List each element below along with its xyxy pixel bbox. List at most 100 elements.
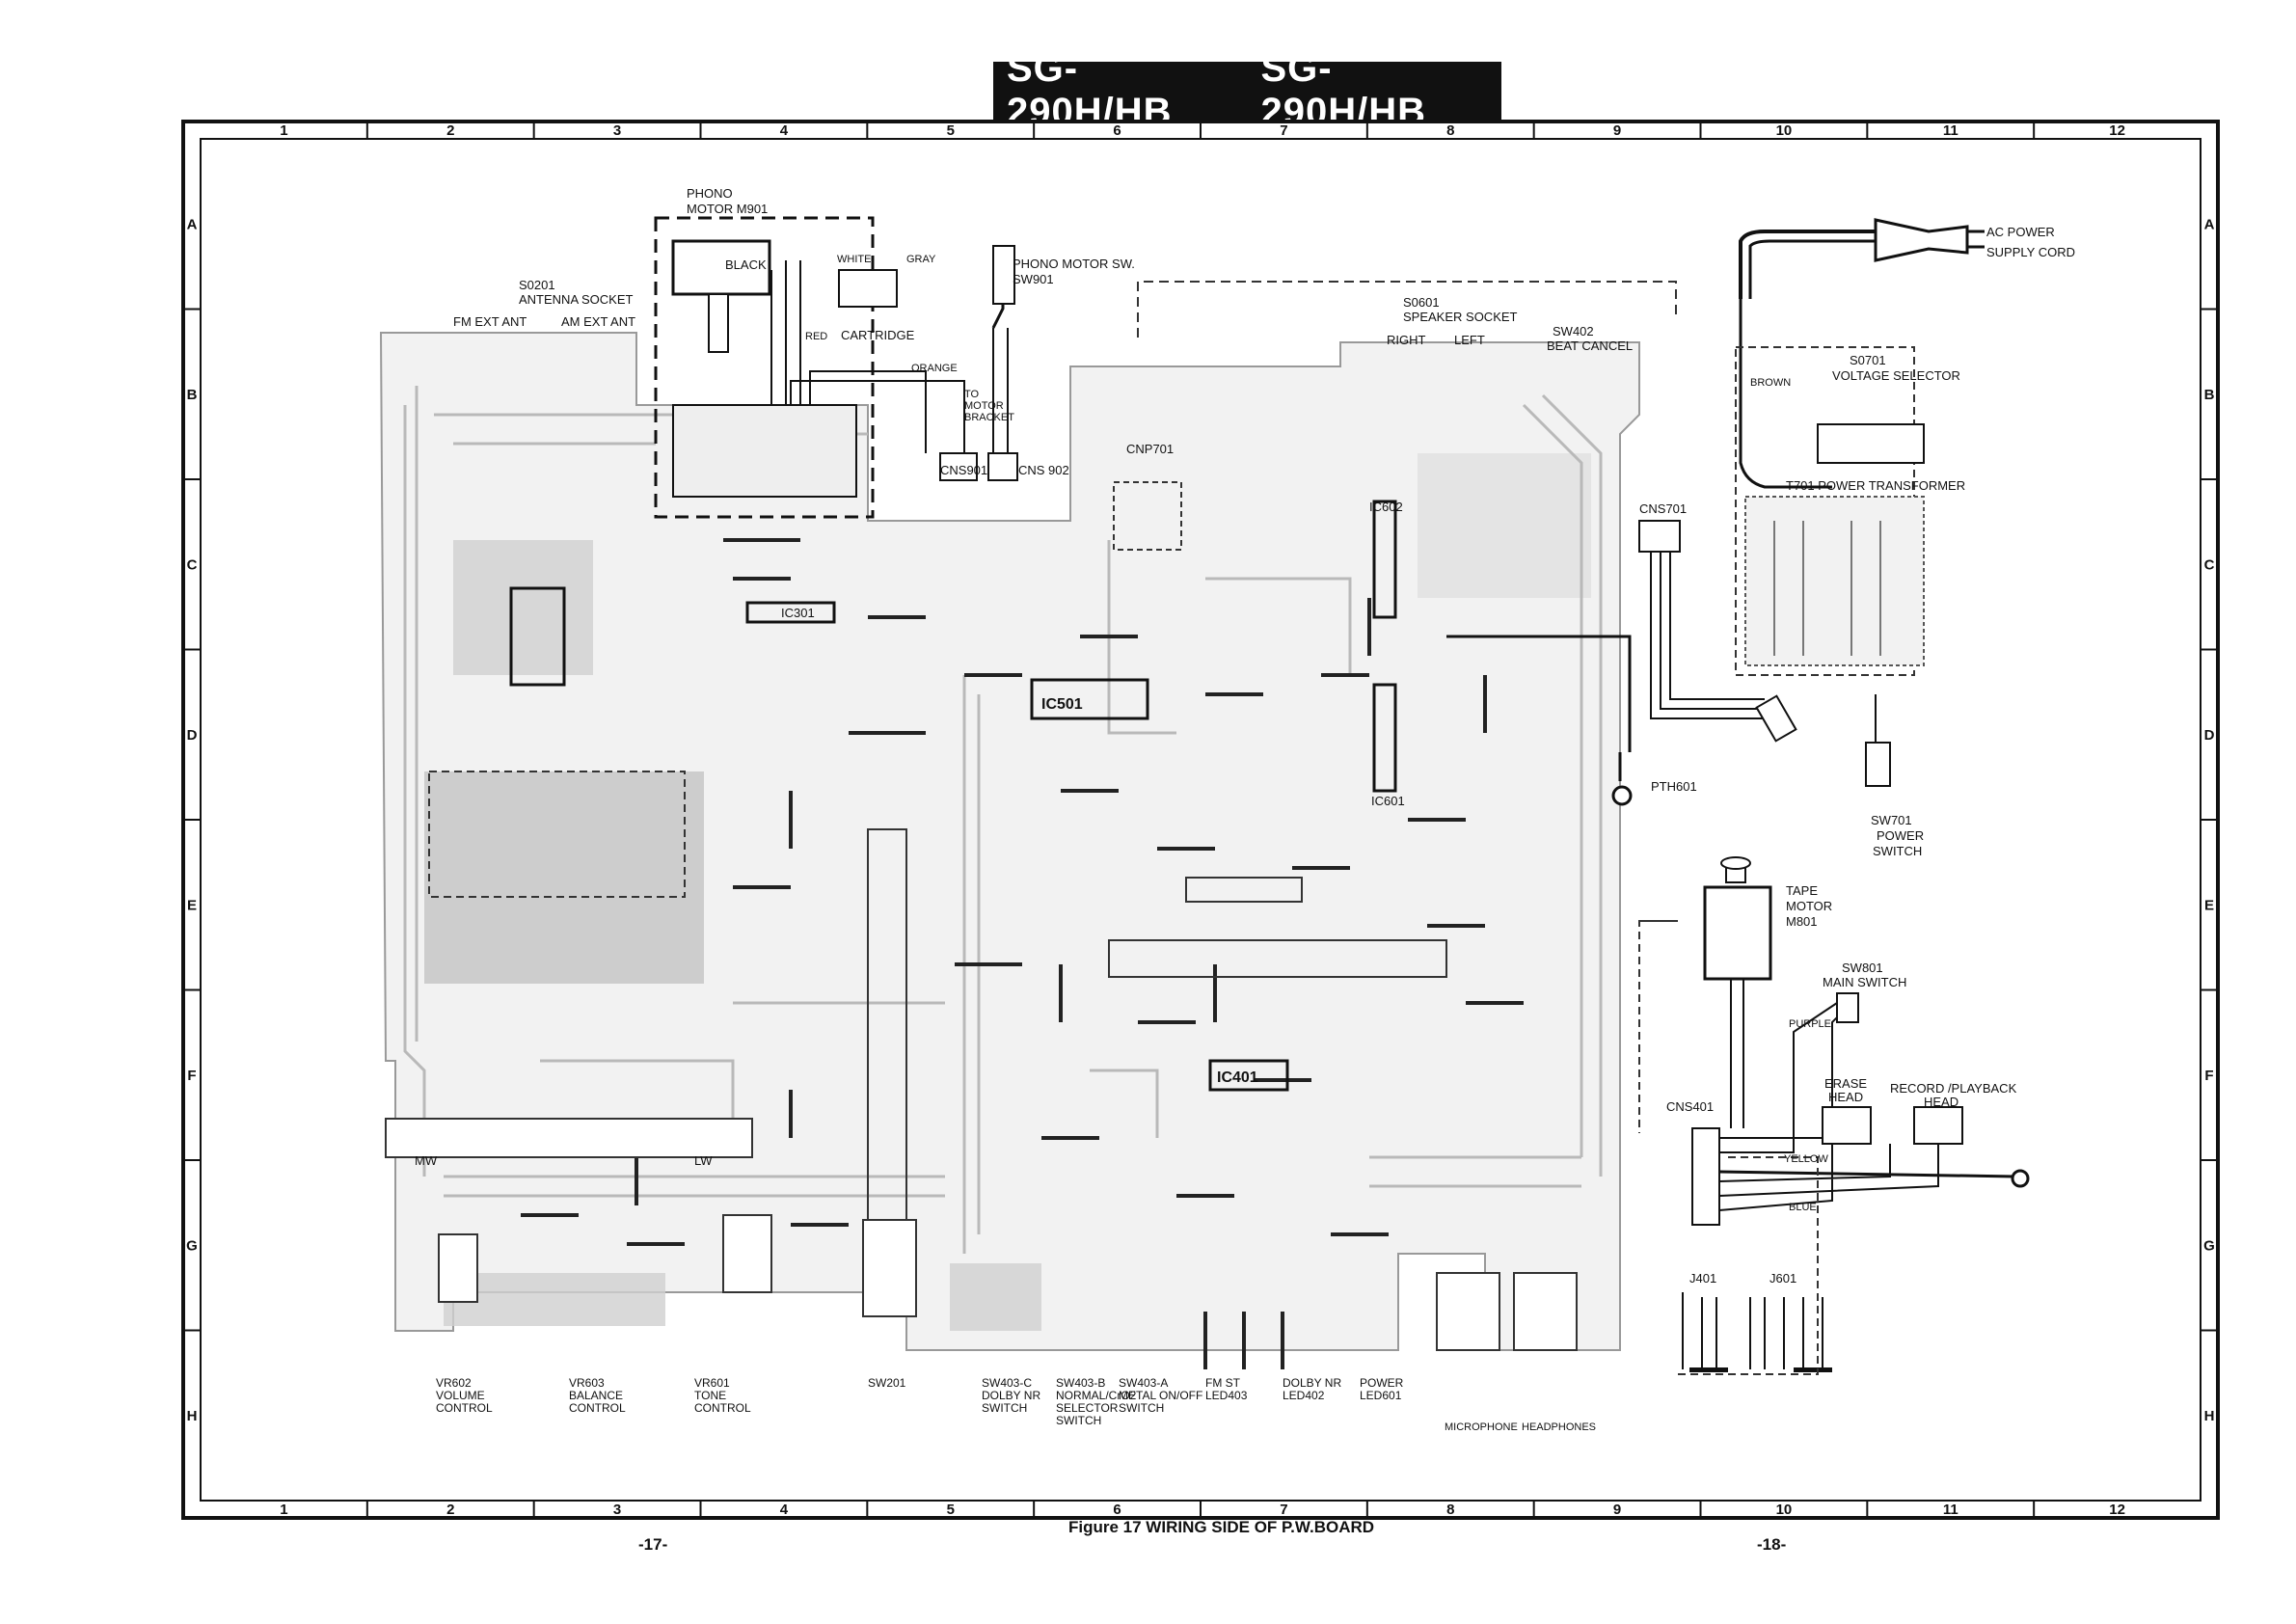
bottom-control-label: VR601 [694,1376,730,1390]
bottom-control-label: CONTROL [694,1401,751,1415]
am-ext-ant-label: AM EXT ANT [561,314,635,329]
row-label-right: B [2204,387,2215,403]
beat-cancel-label-1: SW402 [1553,324,1594,338]
ic401-label: IC401 [1217,1069,1258,1086]
bottom-control-label: TONE [694,1389,726,1402]
cns901-label: CNS901 [940,463,987,477]
model-title-banner: SG-290H/HB SG-290H/HB [993,47,1501,133]
column-label-bottom: 7 [1280,1502,1287,1518]
bottom-control-label: SW403-B [1056,1376,1105,1390]
bottom-control-label: SELECTOR [1056,1401,1119,1415]
row-label-right: A [2204,216,2215,232]
column-label-top: 9 [1613,122,1621,139]
phono-motor-sw-label-1: PHONO MOTOR SW. [1013,257,1135,271]
ic501-label: IC501 [1041,696,1083,713]
wire-gray-label: GRAY [906,254,936,265]
bottom-control-label: SWITCH [1056,1414,1101,1427]
column-label-bottom: 3 [613,1502,621,1518]
column-label-top: 6 [1113,122,1121,139]
wire-brown-label: BROWN [1750,377,1791,389]
antenna-socket-label-2: ANTENNA SOCKET [519,292,634,307]
column-label-bottom: 12 [2109,1502,2125,1518]
column-label-top: 7 [1280,122,1287,139]
bottom-control-label: POWER [1360,1376,1404,1390]
bottom-control-labels: VR602VOLUMECONTROLVR603BALANCECONTROLVR6… [436,1376,1404,1427]
wire-blue-label: BLUE [1789,1202,1817,1213]
fm-ext-ant-label: FM EXT ANT [453,314,527,329]
column-label-bottom: 2 [446,1502,454,1518]
cartridge-label: CARTRIDGE [841,328,915,342]
bottom-control-label: VR603 [569,1376,605,1390]
speaker-socket-label-1: S0601 [1403,295,1440,310]
row-label-right: D [2204,727,2215,744]
rec-play-head-label-2: HEAD [1924,1095,1958,1109]
row-label-left: D [187,727,198,744]
mw-label: MW [415,1153,438,1168]
column-label-bottom: 1 [280,1502,287,1518]
wire-orange-label: ORANGE [911,363,958,374]
power-switch-label-3: SWITCH [1873,844,1922,858]
phono-motor-assembly [654,216,1018,519]
column-label-top: 4 [780,122,789,139]
beat-cancel-label-2: BEAT CANCEL [1547,338,1633,353]
tape-motor-label-3: M801 [1786,914,1818,929]
ac-power-label-1: AC POWER [1986,225,2055,239]
cnp701-label: CNP701 [1126,442,1174,456]
tape-motor-label-2: MOTOR [1786,899,1832,913]
row-label-left: E [187,897,197,913]
bottom-control-label: SWITCH [982,1401,1027,1415]
voltage-selector-label-1: S0701 [1850,353,1886,367]
voltage-selector-label-2: VOLTAGE SELECTOR [1832,368,1960,383]
wire-red-label: RED [805,331,827,342]
headphones-label: HEADPHONES [1522,1421,1596,1433]
bottom-control-label: LED402 [1283,1389,1325,1402]
tape-mechanism [1638,856,2030,1226]
antenna-socket-label-1: S0201 [519,278,555,292]
page-number-right: -18- [1757,1535,1787,1554]
microphone-label: MICROPHONE [1445,1421,1518,1433]
pth601-label: PTH601 [1651,779,1697,794]
bottom-control-label: SW201 [868,1376,906,1390]
wire-black-label: BLACK [725,257,767,272]
bottom-control-label: BALANCE [569,1389,623,1402]
pcb-board [379,332,1640,1369]
to-motor-bracket-2: MOTOR [964,400,1004,412]
wire-yellow-label: YELLOW [1784,1153,1828,1165]
speaker-socket-label-2: SPEAKER SOCKET [1403,310,1518,324]
row-label-right: E [2204,897,2214,913]
bottom-control-label: CONTROL [436,1401,493,1415]
jacks-schematic [1678,1156,1832,1375]
ic601-label: IC601 [1371,794,1405,808]
bottom-control-label: SWITCH [1119,1401,1164,1415]
column-label-bottom: 8 [1446,1502,1454,1518]
cns401-label: CNS401 [1666,1099,1714,1114]
phono-motor-label-1: PHONO [687,186,733,201]
right-channel-label: RIGHT [1387,333,1426,347]
power-transformer-label: T701 POWER TRANSFORMER [1786,478,1965,493]
row-label-right: F [2204,1068,2213,1084]
bottom-control-label: VR602 [436,1376,472,1390]
ac-power-label-2: SUPPLY CORD [1986,245,2075,259]
rec-play-head-label-1: RECORD /PLAYBACK [1890,1081,2017,1096]
bottom-control-label: VOLUME [436,1389,485,1402]
wire-purple-label: PURPLE [1789,1018,1831,1030]
column-label-top: 2 [446,122,454,139]
column-label-top: 3 [613,122,621,139]
main-switch-label-2: MAIN SWITCH [1823,975,1906,989]
model-title-left: SG-290H/HB [1007,47,1173,133]
diagram-labels: PHONO MOTOR M901 PHONO MOTOR SW. SW901 C… [415,186,2075,1433]
power-switch-label-2: POWER [1877,828,1924,843]
row-label-right: G [2203,1237,2215,1254]
column-label-bottom: 6 [1113,1502,1121,1518]
tape-motor-label-1: TAPE [1786,883,1818,898]
to-motor-bracket-1: TO [964,389,980,400]
j601-label: J601 [1769,1271,1796,1286]
row-label-left: C [187,556,198,573]
left-channel-label: LEFT [1454,333,1485,347]
column-label-top: 11 [1943,122,1958,139]
column-label-bottom: 5 [947,1502,955,1518]
